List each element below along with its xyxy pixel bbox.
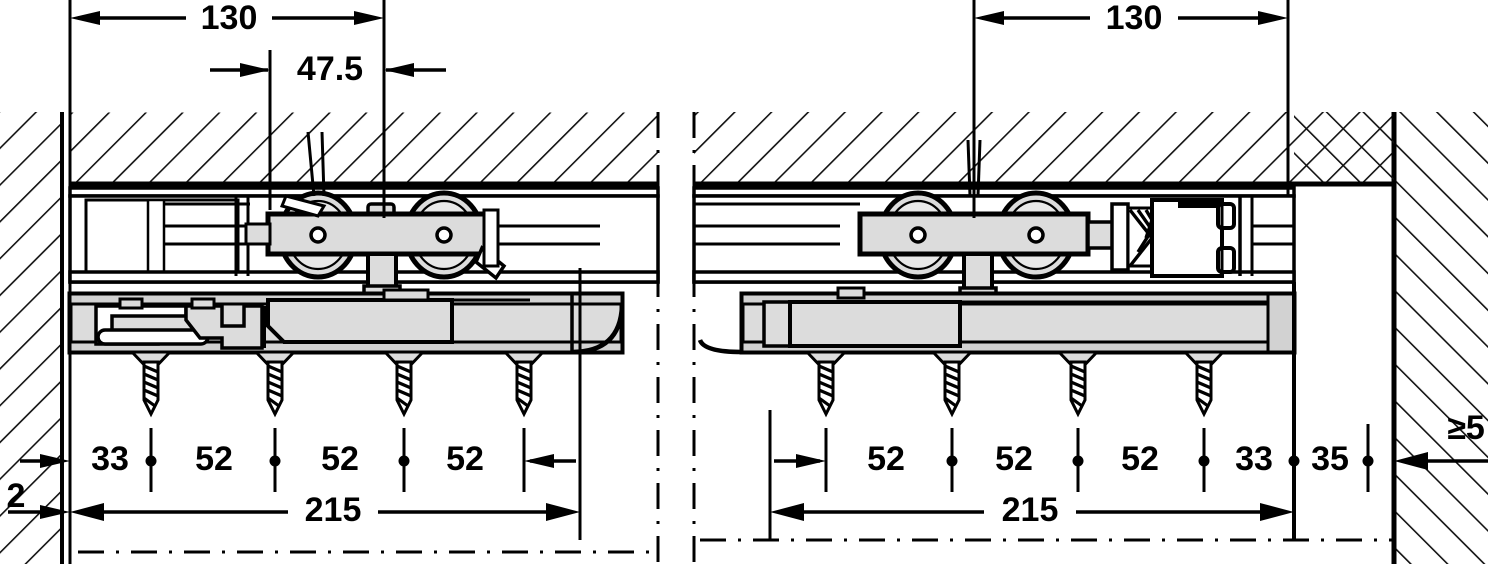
screw: [1181, 350, 1227, 418]
dim-label-right-min-5: ≥5: [1447, 409, 1485, 447]
right-fixing-pins: [966, 139, 982, 197]
soft-close-unit-right: [788, 300, 962, 348]
carriage-plate-right: [857, 211, 1091, 257]
leaf-rounded-end-right: [697, 338, 743, 355]
dim-label-left-47-5: 47.5: [297, 50, 363, 88]
right-spring-buffer: [1086, 198, 1236, 278]
right-panel-view: 130 52 52 52 33 35: [78, 0, 1488, 564]
right-break-lines: [78, 112, 1394, 564]
dim-label-left-52-b: 52: [321, 440, 359, 478]
screw: [1055, 350, 1101, 418]
right-screws: [803, 350, 1227, 418]
dim-left-130: 130: [68, 0, 386, 218]
right-carriage-assembly: [857, 190, 1091, 298]
dim-label-right-215: 215: [1002, 491, 1059, 529]
left-fixing-pins: [306, 131, 326, 197]
screw: [803, 350, 849, 418]
left-carriage-assembly: [244, 190, 507, 298]
dim-left-215: 215: [70, 491, 580, 530]
dim-label-right-35: 35: [1311, 440, 1349, 478]
buffer-rod: [1086, 220, 1116, 250]
dim-label-left-33: 33: [91, 440, 129, 478]
screw: [501, 350, 547, 418]
dim-label-right-52-b: 52: [995, 440, 1033, 478]
left-door-leaf: [67, 288, 625, 355]
dim-label-left-52-a: 52: [195, 440, 233, 478]
screw: [252, 350, 298, 418]
dim-left-spacings: 2 33 52 52 52: [7, 268, 582, 540]
dim-label-right-130: 130: [1106, 0, 1163, 37]
left-ceiling-hatch: [70, 111, 658, 187]
dim-right-215: 215: [770, 491, 1294, 530]
left-wall-hatch: [0, 112, 72, 564]
left-screws: [128, 350, 547, 418]
right-door-leaf: [697, 286, 1297, 355]
dim-right-130: 130: [972, 0, 1290, 218]
carriage-stem-right: [962, 252, 994, 294]
screw: [381, 350, 427, 418]
screw: [128, 350, 174, 418]
left-panel-view: 130 47.5 2: [0, 0, 660, 564]
dim-label-right-52-a: 52: [867, 440, 905, 478]
soft-close-unit-left: [266, 298, 454, 344]
screw: [929, 350, 975, 418]
buffer-housing: [1150, 198, 1224, 278]
right-ceiling-hatch: [694, 112, 1394, 187]
dim-label-left-52-c: 52: [446, 440, 484, 478]
dim-label-left-130: 130: [201, 0, 258, 37]
carriage-plate-left: [265, 211, 499, 257]
dim-left-47-5: 47.5: [210, 50, 446, 210]
dim-label-left-215: 215: [305, 491, 362, 529]
dim-label-right-33: 33: [1235, 440, 1273, 478]
dim-label-left-2: 2: [7, 477, 26, 515]
dim-right-spacings: 52 52 52 33 35 ≥5: [768, 282, 1488, 540]
dim-label-right-52-c: 52: [1121, 440, 1159, 478]
right-wall-hatch: [1294, 112, 1488, 564]
